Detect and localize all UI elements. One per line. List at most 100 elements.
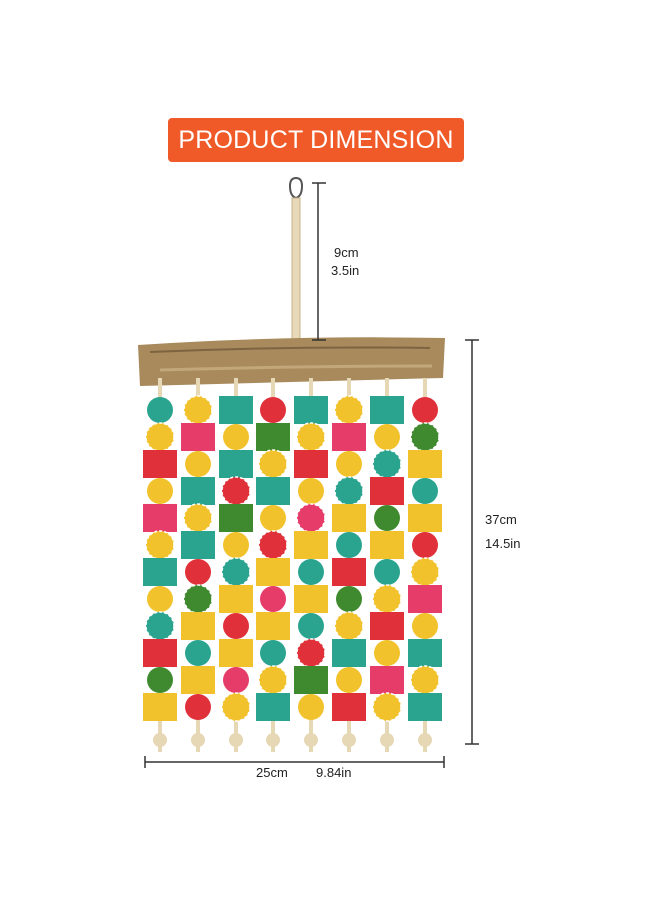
rattan-ball (221, 476, 251, 506)
wood-block (143, 450, 177, 478)
wood-bead (147, 397, 173, 423)
wood-block (256, 423, 290, 451)
wood-block (181, 423, 215, 451)
wood-block (256, 612, 290, 640)
rattan-ball (372, 692, 402, 722)
wood-block (181, 531, 215, 559)
rattan-ball (372, 449, 402, 479)
wood-bead (336, 586, 362, 612)
wood-bead (298, 559, 324, 585)
rattan-ball (145, 422, 175, 452)
wood-block (370, 531, 404, 559)
wood-block (370, 666, 404, 694)
wood-block (219, 450, 253, 478)
wood-block (332, 693, 366, 721)
wood-bead (412, 397, 438, 423)
width-in: 9.84in (316, 765, 352, 780)
wood-bead (223, 532, 249, 558)
wood-block (408, 504, 442, 532)
wood-block (332, 423, 366, 451)
wood-block (219, 639, 253, 667)
wood-block (219, 396, 253, 424)
wood-bead (412, 478, 438, 504)
wood-bead (185, 640, 211, 666)
wood-bead (260, 505, 286, 531)
width-dimension-line (144, 756, 445, 768)
wood-block (294, 531, 328, 559)
wood-bead (223, 424, 249, 450)
wood-bead (185, 451, 211, 477)
rattan-ball (145, 611, 175, 641)
rope-knot (418, 733, 432, 747)
wood-bead (374, 505, 400, 531)
wood-block (294, 450, 328, 478)
wood-block (370, 612, 404, 640)
wood-block (332, 558, 366, 586)
hanger-dimension-line (312, 182, 326, 341)
rattan-ball (334, 476, 364, 506)
wood-block (219, 504, 253, 532)
height-in: 14.5in (485, 536, 521, 551)
width-cm: 25cm (256, 765, 288, 780)
hanger (288, 176, 304, 345)
wooden-perch (138, 337, 445, 386)
rope-knot (191, 733, 205, 747)
wood-block (143, 639, 177, 667)
wood-block (143, 558, 177, 586)
rope-knot (266, 733, 280, 747)
rattan-ball (221, 557, 251, 587)
wood-block (143, 504, 177, 532)
wood-block (143, 693, 177, 721)
wood-bead (298, 478, 324, 504)
height-dimension-line (465, 339, 479, 745)
wood-bead (336, 532, 362, 558)
wood-bead (260, 640, 286, 666)
title-banner: PRODUCT DIMENSION (168, 118, 464, 162)
rattan-ball (183, 395, 213, 425)
wood-bead (336, 451, 362, 477)
rope-knot (380, 733, 394, 747)
wood-block (294, 585, 328, 613)
wood-block (294, 666, 328, 694)
wood-bead (336, 667, 362, 693)
wood-bead (374, 424, 400, 450)
wood-block (181, 666, 215, 694)
rope-knot (342, 733, 356, 747)
wood-block (408, 693, 442, 721)
rattan-ball (221, 692, 251, 722)
wood-bead (412, 613, 438, 639)
wood-block (256, 693, 290, 721)
rattan-ball (334, 395, 364, 425)
wood-bead (298, 613, 324, 639)
rattan-ball (296, 503, 326, 533)
rattan-ball (296, 422, 326, 452)
wood-bead (185, 694, 211, 720)
wood-bead (374, 640, 400, 666)
wood-bead (147, 586, 173, 612)
wood-block (219, 585, 253, 613)
rattan-ball (334, 611, 364, 641)
bead-strands (143, 378, 442, 752)
rattan-ball (296, 638, 326, 668)
rattan-ball (258, 449, 288, 479)
wood-block (332, 504, 366, 532)
wood-block (408, 450, 442, 478)
wood-block (408, 585, 442, 613)
rope-knot (153, 733, 167, 747)
wood-block (408, 639, 442, 667)
rope-knot (229, 733, 243, 747)
wood-bead (223, 613, 249, 639)
wood-bead (147, 478, 173, 504)
rattan-ball (410, 557, 440, 587)
wood-bead (260, 397, 286, 423)
hanger-length-in: 3.5in (331, 263, 360, 278)
wood-bead (185, 559, 211, 585)
rattan-ball (410, 422, 440, 452)
rattan-ball (372, 584, 402, 614)
rattan-ball (258, 530, 288, 560)
rattan-ball (145, 530, 175, 560)
wood-block (181, 477, 215, 505)
wood-block (294, 396, 328, 424)
wood-bead (298, 694, 324, 720)
